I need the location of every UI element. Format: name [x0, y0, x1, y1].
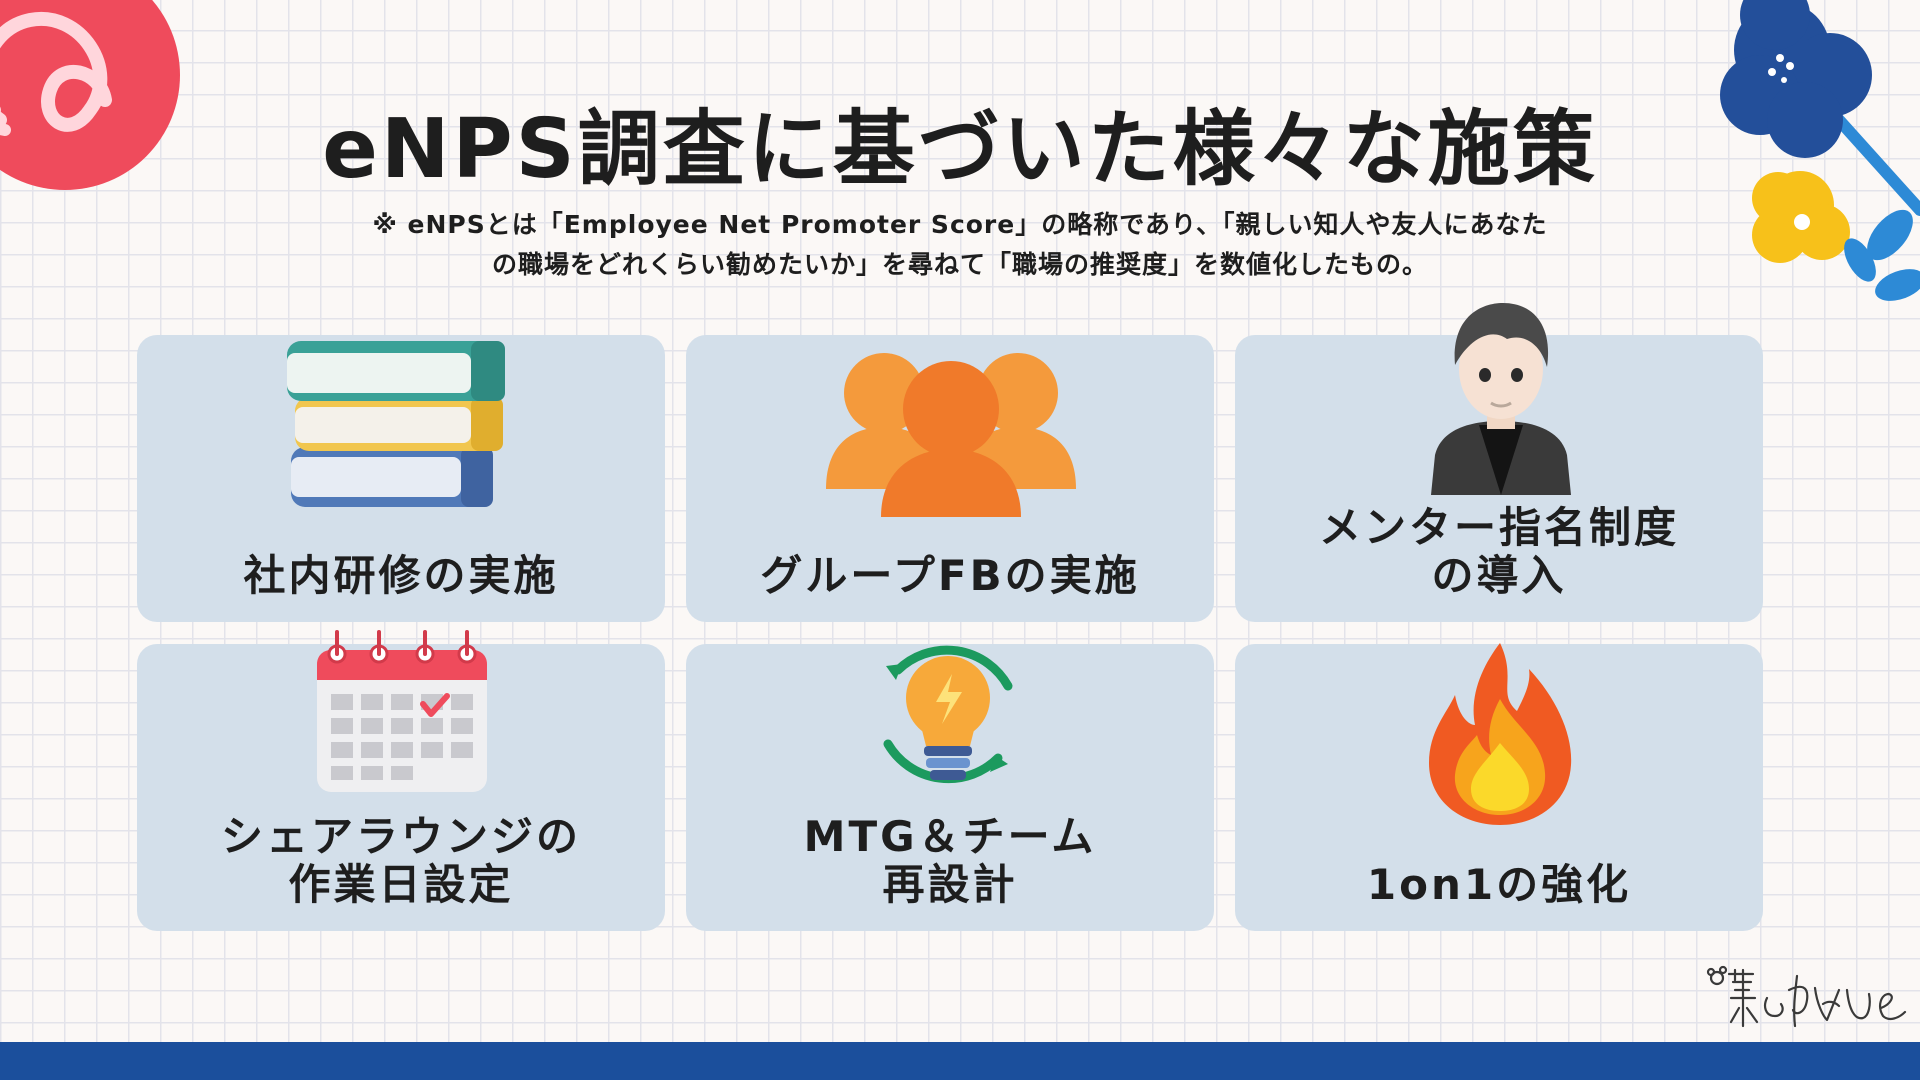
- card-label: グループFBの実施: [760, 551, 1140, 600]
- group-people-icon: [826, 353, 1076, 517]
- page-title: eNPS調査に基づいた様々な施策: [322, 102, 1598, 197]
- card-label: MTG＆チーム 再設計: [803, 812, 1097, 909]
- measure-card-group-feedback: グループFBの実施: [686, 335, 1214, 622]
- lightbulb-cycle-icon: [883, 645, 1013, 784]
- mentor-avatar-icon: [1431, 303, 1571, 495]
- note-line-2: の職場をどれくらい勧めたいか」を尋ねて「職場の推奨度」を数値化したもの。: [491, 250, 1428, 279]
- note-line-1: ※ eNPSとは「Employee Net Promoter Score」の略称…: [372, 210, 1548, 239]
- handwritten-signature: [1706, 965, 1907, 1028]
- flower-decoration: [1720, 0, 1920, 301]
- books-icon: [287, 341, 505, 507]
- card-label: シェアラウンジの 作業日設定: [220, 812, 581, 909]
- measure-card-training: 社内研修の実施: [137, 335, 665, 622]
- enps-definition-note: ※ eNPSとは「Employee Net Promoter Score」の略称…: [360, 205, 1560, 285]
- swirl-circle-decoration: [0, 0, 180, 190]
- card-label: 1on1の強化: [1366, 860, 1632, 909]
- measure-card-mtg-redesign: MTG＆チーム 再設計: [686, 644, 1214, 931]
- footer-bar: [0, 1042, 1920, 1080]
- measure-card-share-lounge: シェアラウンジの 作業日設定: [137, 630, 665, 931]
- measure-card-1on1: 1on1の強化: [1235, 643, 1763, 931]
- card-label: メンター指名制度 の導入: [1318, 503, 1679, 600]
- measure-card-mentor: メンター指名制度 の導入: [1235, 303, 1763, 622]
- fire-icon: [1429, 643, 1572, 825]
- calendar-icon: [317, 630, 487, 792]
- card-label: 社内研修の実施: [243, 551, 559, 600]
